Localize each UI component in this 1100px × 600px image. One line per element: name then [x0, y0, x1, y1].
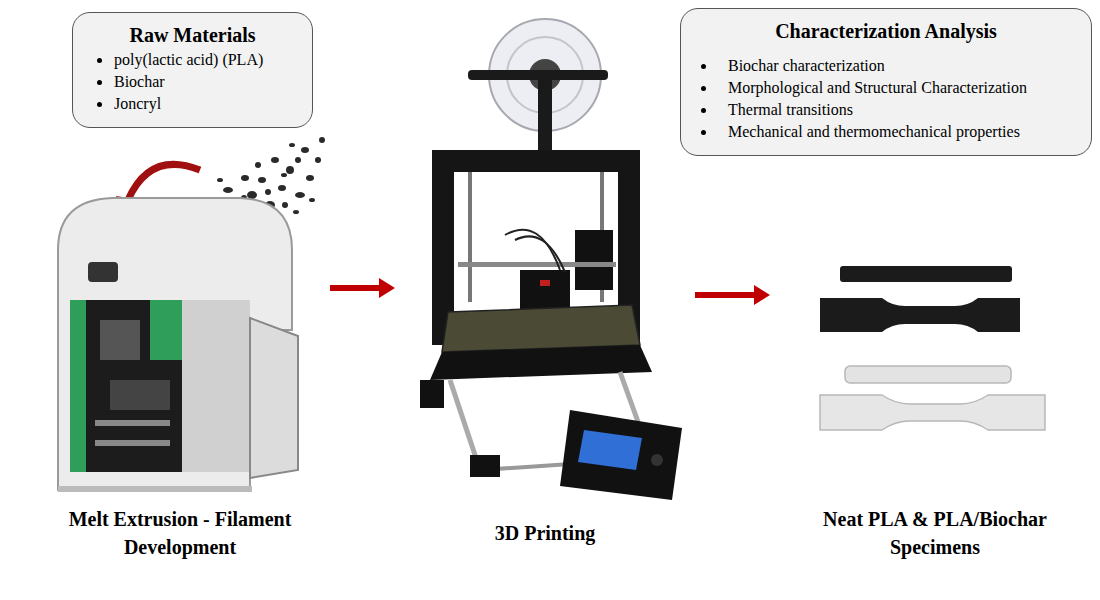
bullet-row: Biochar: [97, 71, 296, 93]
biochar-pile-part: [306, 175, 314, 181]
extruder-illustration-part: [88, 262, 118, 282]
box-heading: Characterization Analysis: [697, 19, 1075, 43]
printer-illustration-part: [515, 236, 565, 272]
process-stage: 3D Printing: [400, 20, 690, 575]
biochar-pile-part: [286, 166, 294, 174]
extruder-illustration-part: [250, 318, 298, 478]
bullet-row: Thermal transitions: [701, 99, 1075, 121]
bullet-text: Morphological and Structural Characteriz…: [728, 77, 1027, 99]
extruder-illustration-part: [182, 300, 250, 472]
bullet-dot: [701, 130, 706, 135]
biochar-pile-part: [258, 177, 266, 183]
extruder-illustration-part: [100, 320, 140, 360]
flow-arrow: [330, 278, 395, 298]
biochar-pile-part: [278, 185, 286, 191]
stage-caption: Neat PLA & PLA/Biochar Specimens: [785, 505, 1085, 561]
printer-illustration: [420, 19, 682, 500]
printer-illustration-part: [538, 80, 552, 154]
printer-illustration-part: [575, 230, 613, 290]
extruder-illustration-part: [150, 300, 182, 360]
printer-illustration-part: [470, 455, 500, 477]
bullet-dot: [701, 86, 706, 91]
specimens-illustration-part: [840, 266, 1012, 282]
biochar-pile-part: [271, 157, 279, 163]
printer-illustration-part: [442, 305, 640, 352]
printer-illustration-part: [560, 410, 682, 500]
specimens-illustration-part: [845, 366, 1011, 383]
biochar-pile-part: [309, 198, 315, 202]
bullet-dot: [701, 64, 706, 69]
arrow-head: [754, 285, 770, 305]
bullet-text: Biochar characterization: [728, 55, 885, 77]
bullet-row: Mechanical and thermomechanical properti…: [701, 121, 1075, 143]
biochar-pile-part: [217, 178, 223, 182]
biochar-pile-part: [295, 157, 301, 163]
bullet-text: Mechanical and thermomechanical properti…: [728, 121, 1020, 143]
list-box: Raw Materialspoly(lactic acid) (PLA)Bioc…: [72, 12, 313, 128]
extruder-illustration-part: [70, 300, 182, 472]
arrow-shaft: [330, 285, 381, 291]
specimens-illustration-part: [820, 395, 1045, 430]
extruder-illustration-part: [95, 420, 170, 426]
bullet-text: poly(lactic acid) (PLA): [114, 49, 263, 71]
extruder-illustration-part: [58, 486, 252, 492]
bullet-dot: [97, 58, 102, 63]
box-heading: Raw Materials: [89, 23, 296, 47]
list-box: Characterization AnalysisBiochar charact…: [680, 8, 1092, 156]
extruder-illustration-part: [95, 440, 170, 446]
arrow-head: [379, 278, 395, 298]
bullet-text: Thermal transitions: [728, 99, 853, 121]
specimens-illustration: [820, 266, 1045, 430]
bullet-row: poly(lactic acid) (PLA): [97, 49, 296, 71]
stage-caption: Melt Extrusion - Filament Development: [60, 505, 300, 561]
biochar-pile-part: [255, 162, 261, 168]
arrow-shaft: [695, 292, 756, 298]
stage-caption: 3D Printing: [415, 519, 675, 547]
biochar-pile-part: [265, 189, 271, 195]
flow-arrow: [695, 285, 770, 305]
process-stage: Melt Extrusion - Filament Development: [35, 195, 325, 575]
biochar-pile-part: [223, 187, 233, 193]
bullet-row: Biochar characterization: [701, 55, 1075, 77]
process-stage: Neat PLA & PLA/Biochar Specimens: [775, 200, 1095, 575]
printer-illustration-part: [578, 430, 642, 470]
printer-illustration-part: [540, 280, 550, 286]
specimens-illustration-part: [820, 298, 1020, 332]
extruder-illustration-part: [110, 380, 170, 410]
printer-illustration-part: [420, 380, 444, 408]
bullet-dot: [97, 102, 102, 107]
bullet-dot: [701, 108, 706, 113]
bullet-text: Joncryl: [114, 93, 161, 115]
bullet-dot: [97, 80, 102, 85]
biochar-pile-part: [293, 210, 299, 214]
feed-arrow-part: [128, 164, 200, 200]
biochar-pile-part: [315, 157, 321, 163]
bullet-text: Biochar: [114, 71, 165, 93]
biochar-pile-part: [282, 202, 288, 208]
biochar-pile-part: [295, 192, 305, 198]
extruder-illustration-part: [70, 300, 86, 472]
bullet-row: Morphological and Structural Characteriz…: [701, 77, 1075, 99]
biochar-pile-part: [319, 137, 325, 143]
biochar-pile-part: [241, 175, 249, 181]
extruder-illustration: [58, 198, 298, 492]
biochar-pile-part: [301, 147, 309, 153]
bullet-row: Joncryl: [97, 93, 296, 115]
printer-illustration-part: [651, 454, 663, 466]
biochar-pile-part: [281, 173, 287, 177]
printer-illustration-part: [458, 262, 616, 267]
printer-illustration-part: [468, 172, 472, 302]
printer-illustration-part: [468, 70, 608, 80]
biochar-pile-part: [289, 143, 295, 147]
